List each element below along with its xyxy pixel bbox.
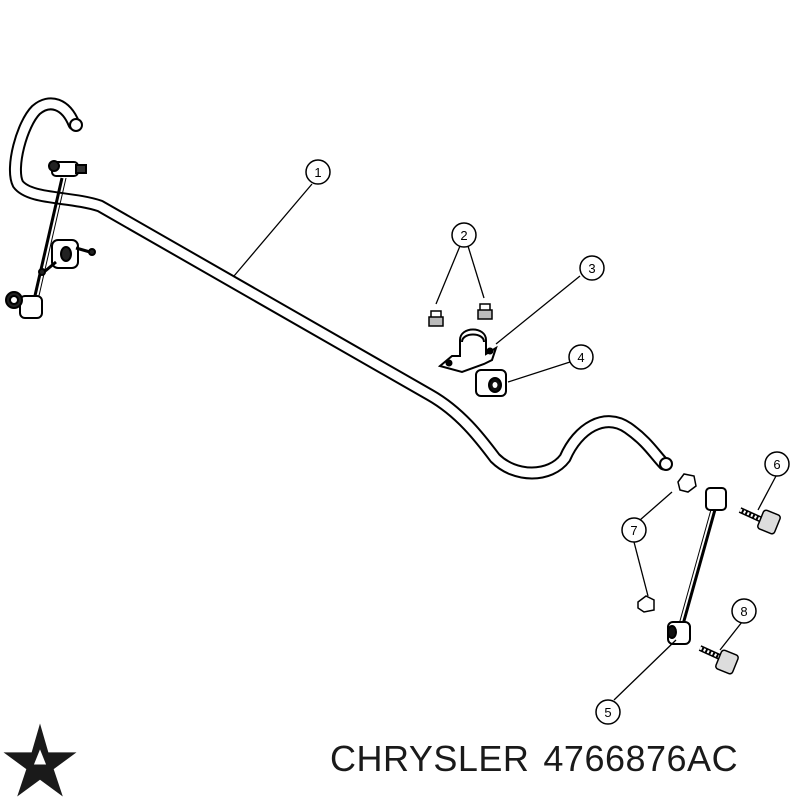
left-link-assembly bbox=[5, 160, 96, 319]
callout-3-label: 3 bbox=[588, 261, 595, 276]
callout-5: 5 bbox=[595, 699, 621, 725]
callout-2-label: 2 bbox=[460, 228, 467, 243]
callout-2: 2 bbox=[451, 222, 477, 248]
callout-4-label: 4 bbox=[577, 350, 584, 365]
callout-1: 1 bbox=[305, 159, 331, 185]
lower-link-bolt bbox=[698, 645, 739, 675]
callout-3: 3 bbox=[579, 255, 605, 281]
stabilizer-link bbox=[667, 487, 727, 645]
callout-6-label: 6 bbox=[773, 457, 780, 472]
link-grommets bbox=[637, 473, 697, 613]
callout-4: 4 bbox=[568, 344, 594, 370]
callout-7-label: 7 bbox=[630, 523, 637, 538]
pentastar-logo-icon bbox=[3, 723, 77, 797]
bushing-retainer bbox=[437, 328, 498, 374]
bolt-pair bbox=[428, 303, 493, 327]
leader-lines bbox=[233, 183, 777, 701]
stabilizer-bar bbox=[8, 97, 673, 480]
upper-link-bolt bbox=[738, 507, 781, 535]
callout-8-label: 8 bbox=[740, 604, 747, 619]
bar-bushing bbox=[475, 369, 507, 397]
callout-1-label: 1 bbox=[314, 165, 321, 180]
callout-6: 6 bbox=[764, 451, 790, 477]
callout-5-label: 5 bbox=[604, 705, 611, 720]
brand-name: CHRYSLER bbox=[330, 738, 530, 779]
callout-8: 8 bbox=[731, 598, 757, 624]
part-number: 4766876AC bbox=[543, 738, 739, 779]
part-caption: CHRYSLER 4766876AC bbox=[330, 738, 752, 780]
callout-7: 7 bbox=[621, 517, 647, 543]
